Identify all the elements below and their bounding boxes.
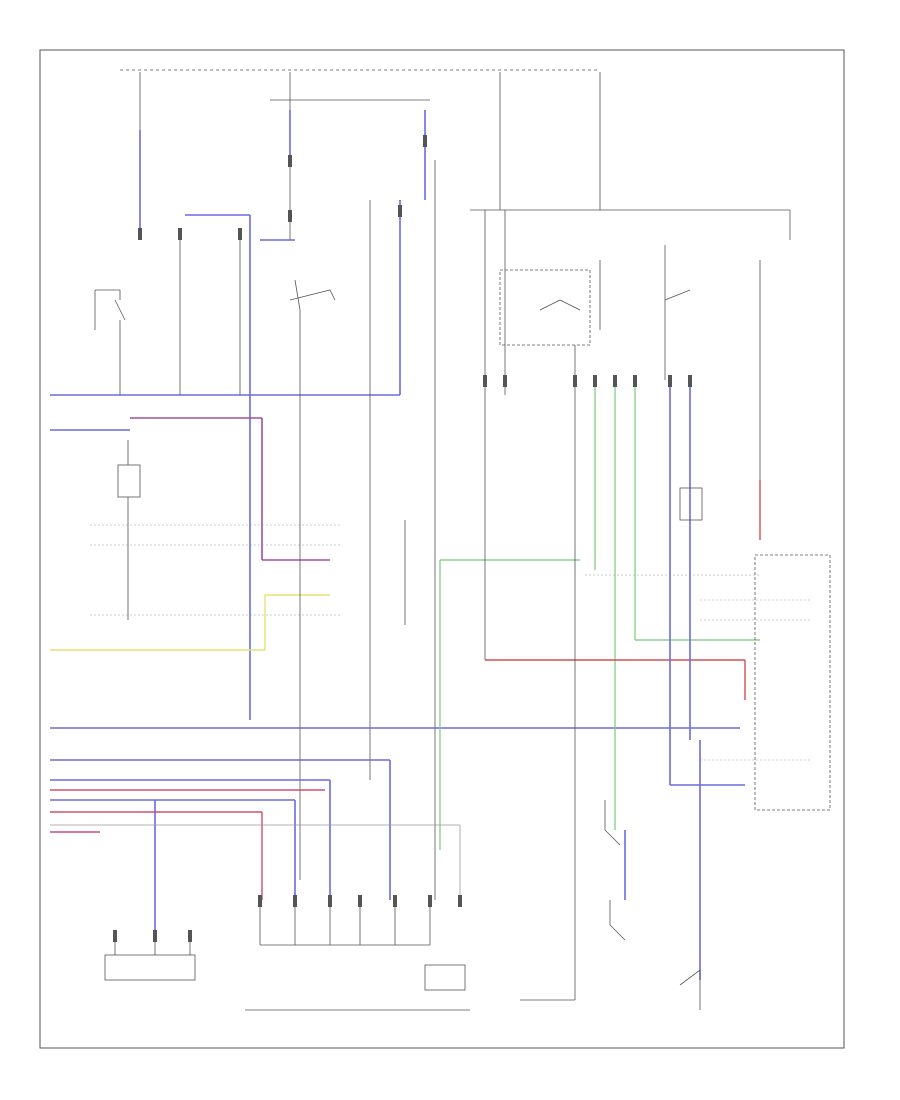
blue-wiring-left (50, 110, 426, 720)
relay-box-left (117, 464, 141, 498)
lower-left-connector (104, 954, 196, 981)
mid-connectors (90, 524, 340, 616)
blue-wiring-right (624, 375, 745, 980)
red-wiring-lower (50, 789, 325, 900)
center-wiring (299, 160, 436, 900)
diagram-frame (39, 49, 845, 1049)
green-wiring (439, 375, 760, 850)
blue-horizontal-bus (50, 727, 740, 940)
red-wiring-right (485, 480, 761, 700)
lower-right-switches (520, 800, 701, 1010)
switch-bank (94, 240, 336, 395)
pin-markers (113, 135, 692, 942)
upper-right-module (470, 209, 791, 1000)
lower-center-switches (245, 900, 470, 1011)
right-connector-block (754, 554, 831, 811)
magenta-wiring (130, 417, 330, 561)
right-relay-box (679, 487, 703, 521)
yellow-wiring (50, 594, 330, 651)
